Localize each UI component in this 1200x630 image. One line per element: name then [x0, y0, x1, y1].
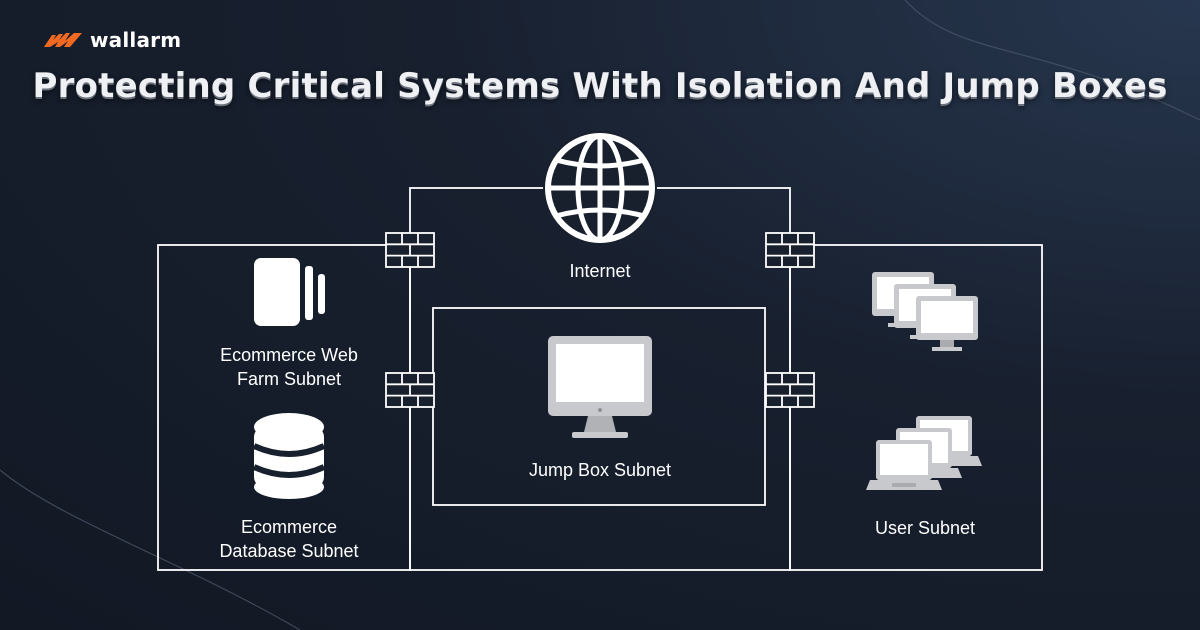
monitor-icon — [548, 336, 652, 438]
brand-logo[interactable]: wallarm — [44, 28, 181, 52]
database-subnet-label: Ecommerce Database Subnet — [219, 517, 359, 561]
firewall-icon — [765, 232, 815, 268]
globe-icon — [543, 131, 657, 245]
wallarm-logo-icon — [44, 33, 82, 47]
web-farm-subnet-label: Ecommerce Web Farm Subnet — [220, 345, 358, 389]
desktop-computers-icon — [872, 272, 978, 351]
user-subnet-label: User Subnet — [874, 518, 976, 538]
jump-box-subnet-label: Jump Box Subnet — [528, 460, 672, 480]
brand-name: wallarm — [90, 28, 182, 52]
firewall-icon — [385, 232, 435, 268]
laptop-computers-icon — [866, 416, 982, 490]
firewall-icon — [385, 372, 435, 408]
server-cards-icon — [254, 258, 325, 326]
internet-label: Internet — [569, 261, 631, 281]
page-title: Protecting Critical Systems With Isolati… — [32, 66, 1168, 106]
database-icon — [252, 413, 326, 499]
firewall-icon — [765, 372, 815, 408]
